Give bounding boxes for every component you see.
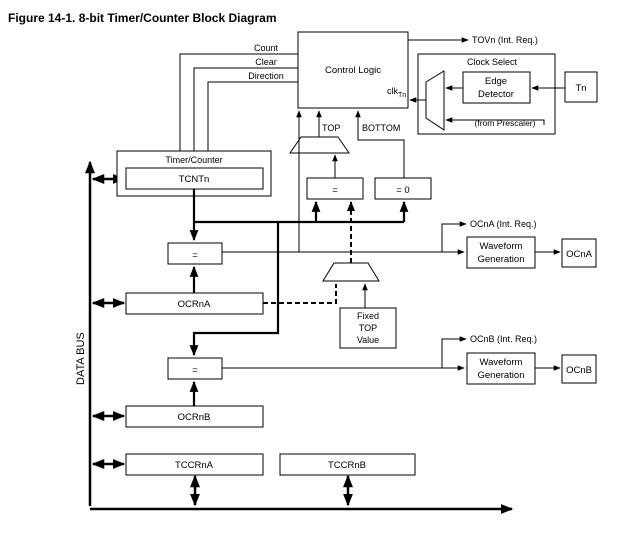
ocra-int-label: OCnA (Int. Req.)	[470, 219, 537, 229]
oca-pin-block	[561, 238, 597, 268]
ocrb-label: OCRnB	[178, 412, 211, 423]
clk-label: clkTn	[387, 86, 406, 99]
control-signal-lines	[177, 53, 298, 169]
waveform-b-line2: Generation	[477, 370, 524, 381]
bottom-label: BOTTOM	[362, 123, 400, 133]
count-label: Count	[254, 43, 279, 53]
fixed-top-line2: TOP	[359, 323, 377, 333]
ocra-top-dashed-path	[263, 201, 355, 304]
from-prescaler-label: (from Prescaler)	[475, 118, 536, 128]
oca-label: OCnA	[566, 249, 593, 260]
clock-select-mux	[425, 70, 445, 131]
tov-label: TOVn (Int. Req.)	[472, 35, 538, 45]
data-bus-label: DATA BUS	[75, 332, 87, 385]
waveform-a-line1: Waveform	[480, 241, 523, 252]
tcnt-label: TCNTn	[179, 174, 210, 185]
bottom-compare-label: = 0	[396, 185, 409, 196]
direction-label: Direction	[248, 71, 284, 81]
tn-pin-block	[564, 71, 598, 103]
top-label: TOP	[322, 123, 340, 133]
control-logic-label: Control Logic	[325, 65, 381, 76]
control-logic-block	[297, 31, 409, 109]
edge-detector-line1: Edge	[485, 76, 507, 87]
tccra-register	[125, 453, 264, 476]
bus-connectors	[91, 174, 353, 507]
fixed-top-line3: Value	[357, 335, 379, 345]
ocb-label: OCnB	[566, 365, 592, 376]
tccra-label: TCCRnA	[175, 460, 214, 471]
figure-title: Figure 14-1. 8-bit Timer/Counter Block D…	[8, 11, 277, 25]
compare-b-label: =	[192, 365, 198, 376]
ocra-int-arrow	[441, 221, 467, 252]
tn-label: Tn	[575, 83, 586, 94]
tccrb-label: TCCRnB	[328, 460, 366, 471]
compare-a-label: =	[192, 250, 198, 261]
compare-a-block	[167, 242, 223, 265]
clock-select-label: Clock Select	[467, 57, 518, 67]
ocrb-int-arrow	[441, 336, 467, 368]
waveform-a-block	[466, 236, 536, 269]
edge-detector-block	[462, 71, 531, 104]
ocb-pin-block	[561, 354, 597, 384]
timer-counter-label: Timer/Counter	[165, 155, 222, 165]
data-bus	[85, 160, 514, 514]
bottom-compare-block	[374, 177, 432, 200]
waveform-a-line2: Generation	[477, 254, 524, 265]
prescaler-arrow	[445, 117, 545, 125]
fixed-top-line1: Fixed	[357, 311, 379, 321]
top-mux	[289, 136, 350, 154]
fixed-top-block	[339, 307, 397, 349]
waveform-b-line1: Waveform	[480, 357, 523, 368]
tccrb-register	[279, 453, 416, 476]
ocra-label: OCRnA	[178, 299, 211, 310]
edge-detector-line2: Detector	[478, 89, 514, 100]
clear-label: Clear	[255, 57, 277, 67]
top-compare-label: =	[332, 185, 338, 196]
ocrb-int-label: OCnB (Int. Req.)	[470, 334, 537, 344]
fixed-top-mux	[322, 262, 380, 282]
bottom-arrow	[355, 110, 405, 178]
